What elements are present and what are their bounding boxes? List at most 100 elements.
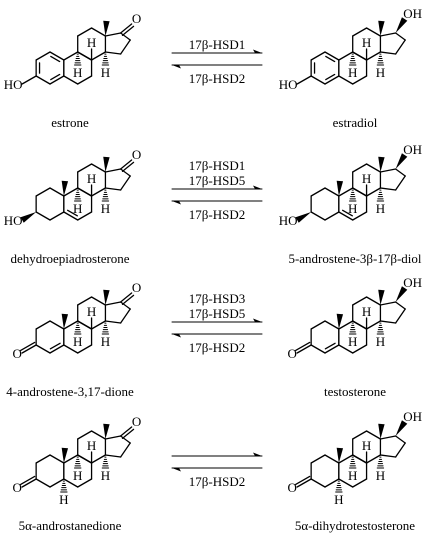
c8-h-label: H bbox=[362, 304, 371, 319]
c9-hash bbox=[74, 322, 82, 335]
reverse-arrowhead bbox=[172, 468, 181, 472]
reverse-arrowhead bbox=[172, 334, 181, 338]
c14-h-label: H bbox=[101, 201, 110, 216]
c9-h-label: H bbox=[73, 334, 82, 349]
c17-oxygen-label: O bbox=[132, 414, 141, 429]
reaction-row: 5α-androstanedione 5α-dihydrotestosterone… bbox=[19, 452, 415, 533]
reaction-row: 4-androstene-3,17-dione testosterone 17β-H… bbox=[6, 291, 386, 399]
reverse-enzyme-label: 17β-HSD2 bbox=[189, 71, 245, 86]
c17-oh-wedge bbox=[395, 286, 408, 302]
product-name: testosterone bbox=[324, 384, 386, 399]
reverse-arrowhead bbox=[172, 201, 181, 205]
forward-arrowhead bbox=[253, 185, 262, 189]
c17-hydroxyl-label: OH bbox=[403, 409, 422, 424]
c14-hash bbox=[101, 456, 110, 469]
product-name: 5α-dihydrotestosterone bbox=[295, 518, 415, 533]
methyl-wedge-c18 bbox=[103, 423, 110, 439]
c8-h-label: H bbox=[362, 438, 371, 453]
c8-h-label: H bbox=[362, 171, 371, 186]
c3-oh-wedge bbox=[20, 212, 37, 223]
c17-hydroxyl-label: OH bbox=[403, 275, 422, 290]
c5-hash bbox=[335, 480, 343, 493]
c14-hash bbox=[376, 456, 385, 469]
forward-enzyme-label: 17β-HSD3 bbox=[189, 291, 245, 306]
product-name: estradiol bbox=[333, 115, 378, 130]
c8-h-label: H bbox=[87, 438, 96, 453]
c14-h-label: H bbox=[101, 468, 110, 483]
methyl-wedge-c19 bbox=[61, 180, 69, 196]
forward-enzyme-label: 17β-HSD5 bbox=[189, 306, 245, 321]
methyl-wedge-c19 bbox=[336, 180, 344, 196]
c17-hydroxyl-label: OH bbox=[403, 142, 422, 157]
methyl-wedge-c18 bbox=[103, 289, 110, 305]
c3-hydroxyl-label: HO bbox=[4, 213, 23, 228]
forward-enzyme-label: 17β-HSD1 bbox=[189, 37, 245, 52]
c8-h-label: H bbox=[87, 35, 96, 50]
c9-hash bbox=[349, 456, 357, 469]
reverse-enzyme-label: 17β-HSD2 bbox=[189, 207, 245, 222]
reverse-enzyme-label: 17β-HSD2 bbox=[189, 474, 245, 489]
c9-hash bbox=[349, 53, 357, 66]
c9-h-label: H bbox=[348, 468, 357, 483]
c14-hash bbox=[101, 322, 110, 335]
substrate-name: 5α-androstanedione bbox=[19, 518, 122, 533]
reverse-arrowhead bbox=[172, 65, 181, 69]
c9-h-label: H bbox=[73, 468, 82, 483]
methyl-wedge-c18 bbox=[378, 289, 385, 305]
methyl-wedge-c19 bbox=[336, 313, 344, 329]
c3-oxygen-label: O bbox=[12, 480, 21, 495]
c9-hash bbox=[74, 189, 82, 202]
equilibrium-arrows bbox=[171, 49, 263, 69]
c14-h-label: H bbox=[376, 334, 385, 349]
c14-hash bbox=[376, 189, 385, 202]
c5-hash bbox=[60, 480, 68, 493]
forward-enzyme-label: 17β-HSD1 bbox=[189, 158, 245, 173]
c14-hash bbox=[376, 53, 385, 66]
c5-h-label: H bbox=[334, 492, 343, 507]
forward-arrowhead bbox=[253, 318, 262, 322]
c5-h-label: H bbox=[59, 492, 68, 507]
c9-hash bbox=[74, 456, 82, 469]
c17-hydroxyl-label: OH bbox=[403, 6, 422, 21]
methyl-wedge-c19 bbox=[61, 447, 69, 463]
methyl-wedge-c18 bbox=[378, 423, 385, 439]
c17-oh-wedge bbox=[395, 17, 408, 33]
c14-hash bbox=[101, 189, 110, 202]
c14-h-label: H bbox=[101, 65, 110, 80]
c17-oxygen-label: O bbox=[132, 11, 141, 26]
c3-oxygen-label: O bbox=[12, 346, 21, 361]
c3-oxygen-label: O bbox=[287, 346, 296, 361]
c14-h-label: H bbox=[376, 201, 385, 216]
c9-hash bbox=[349, 189, 357, 202]
forward-arrowhead bbox=[253, 49, 262, 53]
equilibrium-arrows bbox=[171, 452, 263, 472]
methyl-wedge-c18 bbox=[378, 156, 385, 172]
c9-h-label: H bbox=[73, 65, 82, 80]
substrate-name: 4-androstene-3,17-dione bbox=[6, 384, 134, 399]
c9-h-label: H bbox=[348, 65, 357, 80]
c9-h-label: H bbox=[348, 201, 357, 216]
equilibrium-arrows bbox=[171, 318, 263, 338]
c14-h-label: H bbox=[376, 65, 385, 80]
c3-oxygen-label: O bbox=[287, 480, 296, 495]
c9-h-label: H bbox=[348, 334, 357, 349]
c17-oxygen-label: O bbox=[132, 280, 141, 295]
methyl-wedge-c18 bbox=[103, 156, 110, 172]
methyl-wedge-c19 bbox=[61, 313, 69, 329]
substrate-name: dehydroepiadrosterone bbox=[10, 251, 129, 266]
c17-oh-wedge bbox=[395, 420, 408, 436]
forward-arrowhead bbox=[253, 452, 262, 456]
methyl-wedge-c19 bbox=[336, 447, 344, 463]
methyl-wedge-c18 bbox=[378, 20, 385, 36]
c17-oxygen-label: O bbox=[132, 147, 141, 162]
c8-h-label: H bbox=[87, 171, 96, 186]
c9-h-label: H bbox=[73, 201, 82, 216]
